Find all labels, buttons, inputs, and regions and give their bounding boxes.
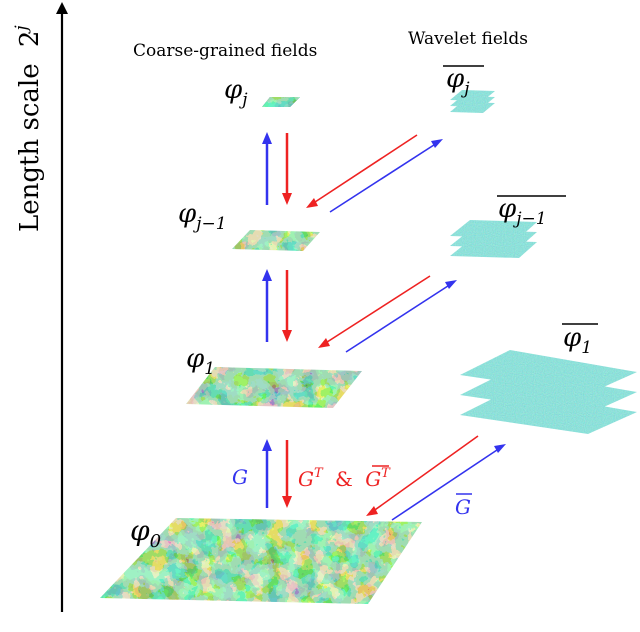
svg-text:GT & GT: GT & GT [298,458,391,491]
length-scale-axis: Length scale 2j [12,2,68,612]
label-phi-bar-j-minus-1: φj−1 [497,194,566,229]
arrow-to-coarse-0 [371,435,479,513]
arrow-to-wavelet-1 [391,447,501,521]
coarse-field-1 [186,367,362,408]
svg-text:φ1: φ1 [563,323,592,358]
wavelet-stack-1 [460,350,637,434]
svg-text:φj: φj [446,64,470,99]
arrow-to-coarse-j-minus-1 [311,134,418,205]
label-phi-bar-j: φj [443,64,484,99]
wavelet-stack-j [450,90,495,113]
axis-arrowhead [56,2,68,14]
operator-GT-and-Gbar-T: GT & GT [298,458,391,491]
arrow-to-coarse-1 [323,275,431,345]
wavelet-fields-header: Wavelet fields [408,29,528,49]
arrow-to-wavelet-j [329,142,438,213]
axis-label: Length scale 2j [12,25,45,232]
label-phi-1: φ1 [186,344,215,379]
coarse-field-j-minus-1 [232,230,320,251]
coarse-fields-header: Coarse-grained fields [133,41,317,61]
wavelet-stack-j-minus-1 [450,220,537,258]
label-phi-j-minus-1: φj−1 [178,199,227,234]
svg-text:φj−1: φj−1 [498,194,547,229]
vertical-arrows [262,132,292,508]
label-phi-bar-1: φ1 [562,323,598,358]
diagonal-arrows [306,134,506,521]
operator-G-bar: G [455,493,472,519]
operator-G: G [232,465,248,489]
label-phi-0: φ0 [130,514,161,552]
arrow-to-wavelet-j-minus-1 [345,283,452,353]
coarse-field-j [262,97,300,107]
label-phi-j: φj [224,75,248,110]
svg-text:G: G [455,495,471,519]
